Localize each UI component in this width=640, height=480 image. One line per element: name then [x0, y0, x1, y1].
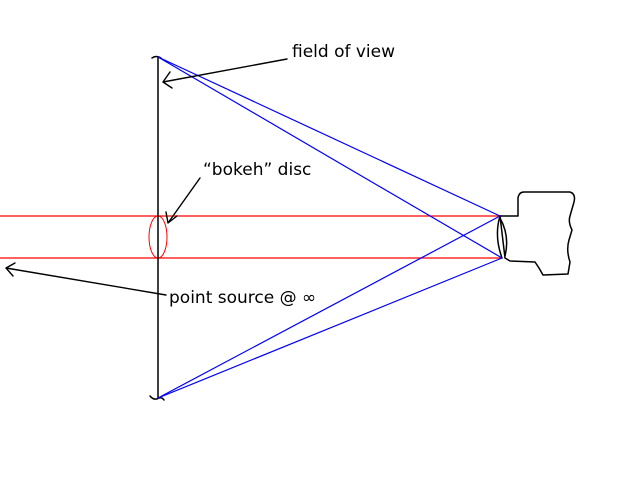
light-rays [0, 215, 502, 259]
view-ray-top-to-lower [157, 56, 503, 259]
point-source-label: point source @ ∞ [169, 288, 316, 308]
bokeh-disc-arrow [165, 177, 201, 224]
view-rays [157, 56, 503, 399]
point-source-arrow [5, 262, 167, 296]
view-ray-bottom-to-lower [157, 257, 503, 399]
camera-lens [496, 215, 508, 259]
focal-plane [149, 55, 165, 401]
camera-body [499, 191, 576, 276]
annotation-arrows [5, 58, 288, 296]
camera-sketch-icon [496, 191, 576, 276]
view-ray-bottom-to-upper [157, 215, 501, 399]
field-of-view-label: field of view [292, 42, 395, 62]
field-of-view-arrow [162, 58, 288, 89]
bokeh-disc-label: “bokeh” disc [203, 160, 311, 180]
view-ray-top-to-upper [157, 56, 501, 217]
